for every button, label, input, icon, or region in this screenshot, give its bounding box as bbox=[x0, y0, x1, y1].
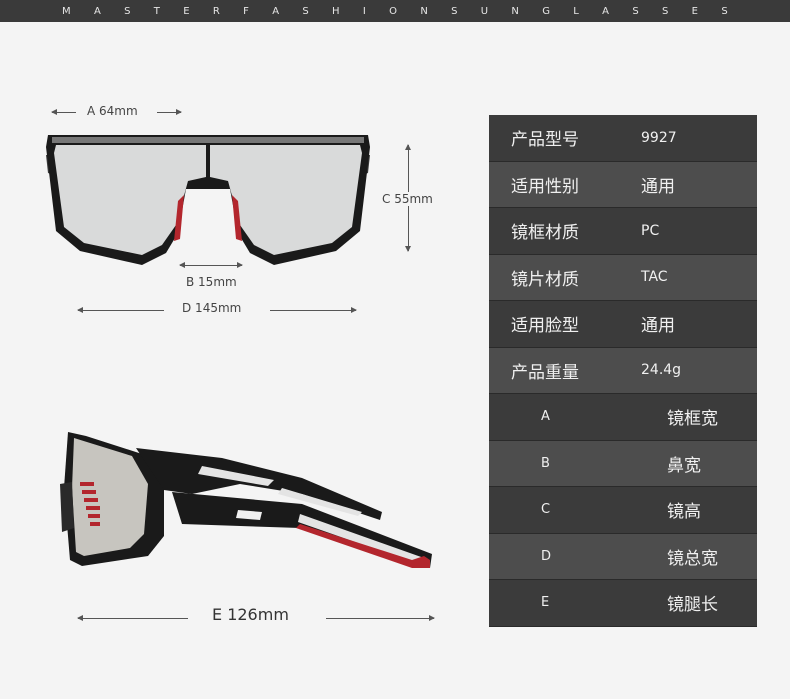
banner-letter: E bbox=[691, 5, 698, 17]
spec-key: 产品重量 bbox=[511, 362, 579, 383]
spec-value: PC bbox=[641, 222, 660, 239]
spec-value: 24.4g bbox=[641, 362, 682, 379]
spec-key: 镜框材质 bbox=[511, 223, 579, 244]
side-nose-pad bbox=[80, 482, 100, 526]
spec-row: 适用脸型 通用 bbox=[489, 301, 757, 348]
spec-row: 产品型号 9927 bbox=[489, 115, 757, 162]
dimension-a-arrow-left bbox=[51, 109, 76, 115]
spec-value: 通用 bbox=[641, 176, 675, 197]
spec-key: C bbox=[541, 502, 551, 518]
spec-row: 适用性别 通用 bbox=[489, 161, 757, 208]
front-view-glasses-illustration bbox=[46, 135, 370, 265]
banner-letter: F bbox=[243, 5, 249, 17]
banner-letter: H bbox=[332, 5, 340, 17]
dimension-b-arrow bbox=[179, 262, 243, 268]
spec-value: 镜高 bbox=[667, 502, 701, 523]
dimension-a-label: A 64mm bbox=[87, 104, 138, 118]
dimension-e-arrow-right bbox=[326, 615, 435, 621]
banner-letter: N bbox=[511, 5, 519, 17]
banner-letter: S bbox=[721, 5, 728, 17]
banner-letter: I bbox=[362, 5, 366, 17]
banner-letter: T bbox=[153, 5, 160, 17]
spec-key: E bbox=[541, 595, 550, 611]
spec-value: 通用 bbox=[641, 316, 675, 337]
banner-letter: A bbox=[602, 5, 610, 17]
spec-row: E 镜腿长 bbox=[489, 580, 757, 627]
spec-value: 镜框宽 bbox=[667, 409, 718, 430]
banner-letter: G bbox=[542, 5, 550, 17]
spec-value: 镜腿长 bbox=[667, 595, 718, 616]
spec-key: D bbox=[541, 548, 552, 564]
spec-row: 镜片材质 TAC bbox=[489, 254, 757, 301]
spec-row: C 镜高 bbox=[489, 487, 757, 534]
banner-letter: M bbox=[62, 5, 71, 17]
banner-letter: S bbox=[451, 5, 458, 17]
dimension-e-label: E 126mm bbox=[212, 605, 289, 624]
spec-value: 鼻宽 bbox=[667, 455, 701, 476]
banner-letter: N bbox=[420, 5, 428, 17]
spec-value: TAC bbox=[641, 269, 668, 286]
banner-letter: S bbox=[662, 5, 669, 17]
spec-key: 产品型号 bbox=[511, 130, 579, 151]
dimension-a-arrow-right bbox=[157, 109, 182, 115]
banner-letter: A bbox=[272, 5, 280, 17]
spec-row: 产品重量 24.4g bbox=[489, 347, 757, 394]
spec-key: 镜片材质 bbox=[511, 269, 579, 290]
nose-pad-right bbox=[232, 195, 242, 241]
nose-pad-left bbox=[174, 195, 184, 241]
dimension-d-arrow-left bbox=[77, 307, 164, 313]
banner-letter: O bbox=[389, 5, 397, 17]
spec-row: B 鼻宽 bbox=[489, 440, 757, 487]
banner-letter: L bbox=[573, 5, 579, 17]
spec-key: 适用性别 bbox=[511, 176, 579, 197]
spec-row: A 镜框宽 bbox=[489, 394, 757, 441]
banner-letter: U bbox=[480, 5, 489, 17]
dimension-d-label: D 145mm bbox=[182, 301, 242, 315]
banner-letter: E bbox=[183, 5, 190, 17]
dimension-d-arrow-right bbox=[270, 307, 357, 313]
dimension-b-label: B 15mm bbox=[186, 275, 237, 289]
dimension-e-arrow-left bbox=[77, 615, 188, 621]
banner-letter: S bbox=[632, 5, 639, 17]
spec-row: D 镜总宽 bbox=[489, 533, 757, 580]
spec-key: 适用脸型 bbox=[511, 316, 579, 337]
banner-letter: S bbox=[124, 5, 131, 17]
side-temple-red-tip bbox=[296, 524, 430, 568]
spec-row: 镜框材质 PC bbox=[489, 208, 757, 255]
spec-value: 镜总宽 bbox=[667, 548, 718, 569]
banner-letter: S bbox=[302, 5, 309, 17]
spec-key: A bbox=[541, 409, 550, 425]
spec-value: 9927 bbox=[641, 129, 677, 146]
dimension-c-label: C 55mm bbox=[381, 192, 434, 206]
banner-letter: R bbox=[212, 5, 220, 17]
spec-key: B bbox=[541, 455, 550, 471]
lens bbox=[54, 145, 206, 255]
banner-letter: A bbox=[93, 5, 101, 17]
side-view-glasses-illustration bbox=[60, 432, 432, 568]
